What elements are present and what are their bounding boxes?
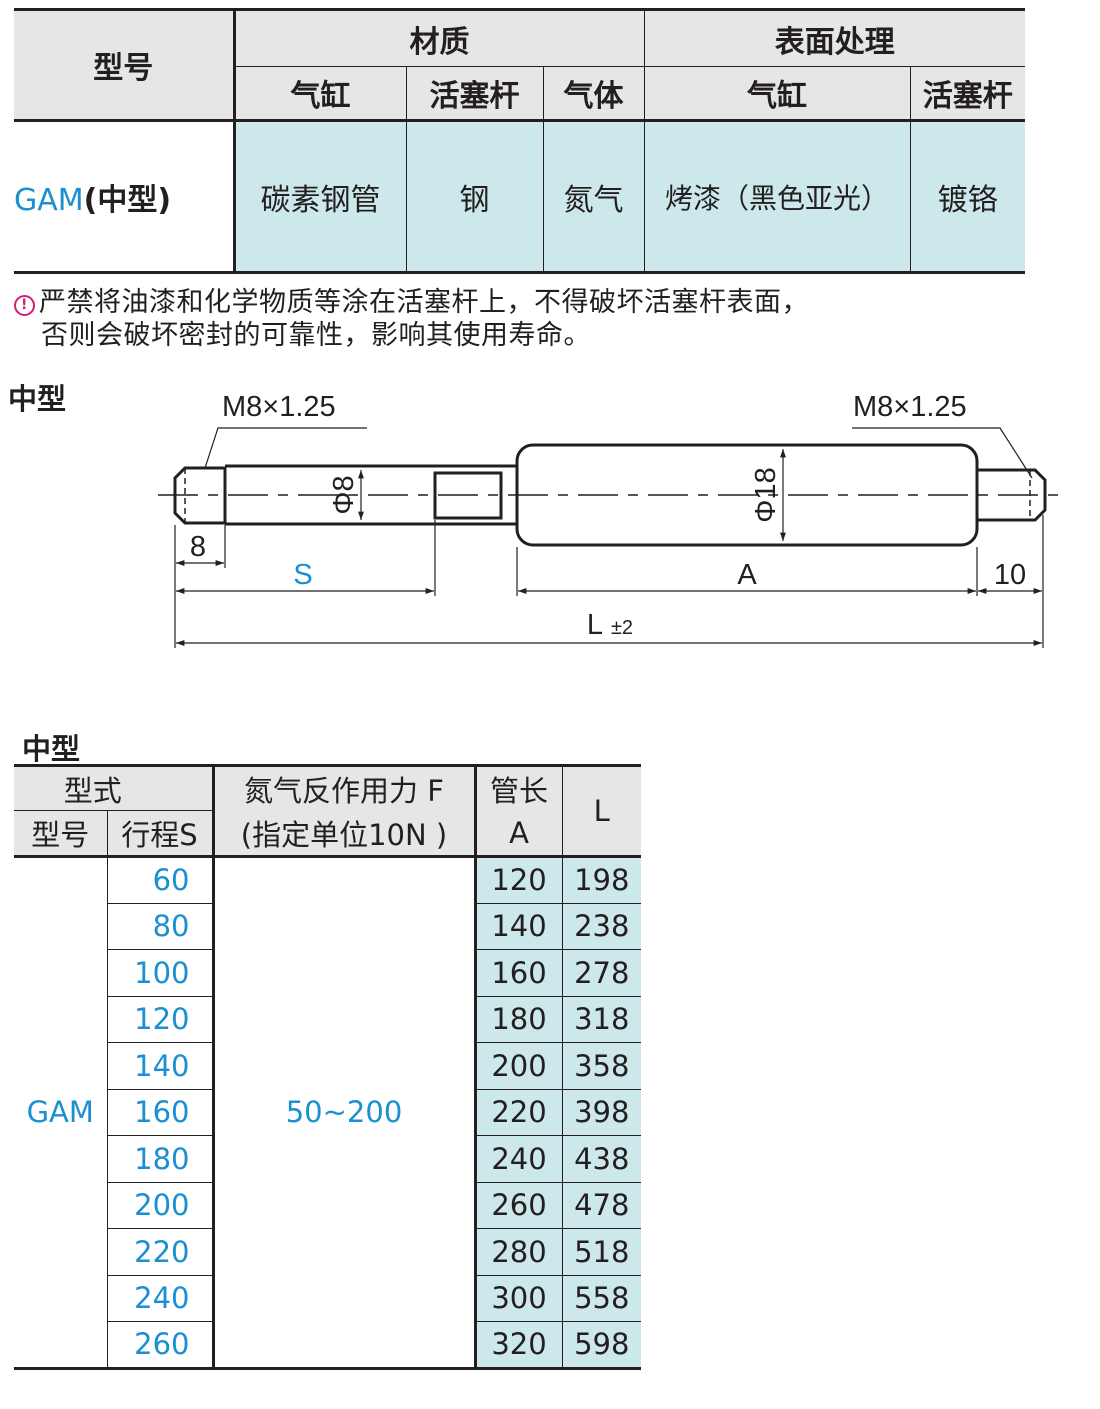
gas-spring-drawing: M8×1.25 M8×1.25 Φ8 Φ18 8 S A 10 L ±2 [158, 391, 1062, 648]
stroke-cell: 120 [107, 995, 215, 1043]
thread-label-left: M8×1.25 [222, 391, 336, 423]
l-cell: 398 [562, 1088, 641, 1136]
tube-length-cell: 180 [475, 995, 563, 1043]
l-cell: 358 [562, 1042, 641, 1089]
header-gas: 气体 [543, 66, 645, 121]
rod-material: 钢 [406, 119, 544, 274]
header-cylinder: 气缸 [234, 66, 407, 121]
drawing-title: 中型 [8, 382, 67, 416]
stroke-cell: 240 [107, 1274, 215, 1322]
seal-block [433, 471, 503, 520]
l-cell: 318 [562, 995, 641, 1043]
l-cell: 598 [562, 1321, 641, 1370]
l-cell: 198 [562, 855, 641, 903]
dim-s-label: S [293, 559, 312, 591]
dim-8-label: 8 [190, 531, 206, 563]
header-type: 型式 [14, 764, 215, 811]
tube-diameter-label: Φ18 [750, 467, 782, 522]
right-thread-end [977, 468, 1047, 522]
model-code: GAM [14, 182, 84, 218]
header-stroke: 行程S [107, 810, 215, 857]
note-line-1: !严禁将油漆和化学物质等涂在活塞杆上，不得破坏活塞杆表面， [14, 286, 809, 319]
header-material: 材质 [234, 8, 645, 67]
cylinder-material: 碳素钢管 [234, 119, 407, 274]
header-tube-a: A [475, 810, 563, 857]
l-cell: 518 [562, 1228, 641, 1275]
tube-length-cell: 300 [475, 1274, 563, 1322]
header-rod-finish: 活塞杆 [910, 66, 1025, 121]
l-cell: 478 [562, 1181, 641, 1229]
model-cell: GAM(中型) [14, 119, 236, 274]
tube-length-cell: 240 [475, 1135, 563, 1182]
l-cell: 438 [562, 1135, 641, 1182]
tube-length-cell: 280 [475, 1228, 563, 1275]
tube-length-cell: 120 [475, 855, 563, 903]
tube-length-cell: 220 [475, 1088, 563, 1136]
dim-l-label: L [587, 609, 603, 641]
tube-length-cell: 320 [475, 1321, 563, 1370]
header-model: 型号 [14, 8, 236, 121]
stroke-cell: 160 [107, 1088, 215, 1136]
material-table: 型号 材质 表面处理 气缸 活塞杆 气体 气缸 活塞杆 GAM(中型) 碳素钢管… [14, 8, 1025, 274]
stroke-cell: 260 [107, 1321, 215, 1370]
l-cell: 558 [562, 1274, 641, 1322]
gas-type: 氮气 [543, 119, 645, 274]
tube-length-cell: 140 [475, 902, 563, 950]
dim-a-label: A [737, 559, 757, 591]
warning-circle-icon: ! [14, 295, 35, 316]
cylinder-tube [515, 443, 979, 547]
rod-diameter-label: Φ8 [328, 475, 360, 514]
stroke-cell: 140 [107, 1042, 215, 1089]
stroke-cell: 100 [107, 949, 215, 996]
l-cell: 238 [562, 902, 641, 950]
tube-length-cell: 160 [475, 949, 563, 996]
header-l: L [562, 764, 641, 857]
stroke-cell: 60 [107, 855, 215, 903]
stroke-cell: 80 [107, 902, 215, 950]
force-cell: 50~200 [213, 855, 477, 1370]
header-force-unit: (指定单位10N ) [213, 810, 477, 857]
header-tube-length: 管长 [475, 764, 563, 811]
model-cell: GAM [14, 855, 108, 1370]
stroke-cell: 180 [107, 1135, 215, 1182]
l-cell: 278 [562, 949, 641, 996]
header-surface-treatment: 表面处理 [644, 8, 1025, 67]
stroke-cell: 220 [107, 1228, 215, 1275]
note-line-2: 否则会破坏密封的可靠性，影响其使用寿命。 [41, 320, 591, 351]
dim-l-tolerance: ±2 [611, 617, 633, 639]
cylinder-finish: 烤漆（黑色亚光） [644, 119, 911, 274]
piston-rod [225, 464, 517, 526]
header-model: 型号 [14, 810, 108, 857]
model-size: (中型) [83, 182, 172, 218]
header-cylinder-finish: 气缸 [644, 66, 911, 121]
spec-table: 型式 氮气反作用力 F 管长 L 型号 行程S (指定单位10N ) A GAM… [14, 764, 641, 1370]
spec-table-title: 中型 [22, 732, 81, 766]
warning-note: !严禁将油漆和化学物质等涂在活塞杆上，不得破坏活塞杆表面， 否则会破坏密封的可靠… [14, 286, 809, 352]
tube-length-cell: 200 [475, 1042, 563, 1089]
dim-10-label: 10 [994, 559, 1026, 591]
thread-label-right: M8×1.25 [853, 391, 967, 423]
tube-length-cell: 260 [475, 1181, 563, 1229]
header-rod: 活塞杆 [406, 66, 544, 121]
rod-finish: 镀铬 [910, 119, 1025, 274]
stroke-cell: 200 [107, 1181, 215, 1229]
header-force: 氮气反作用力 F [213, 764, 477, 811]
